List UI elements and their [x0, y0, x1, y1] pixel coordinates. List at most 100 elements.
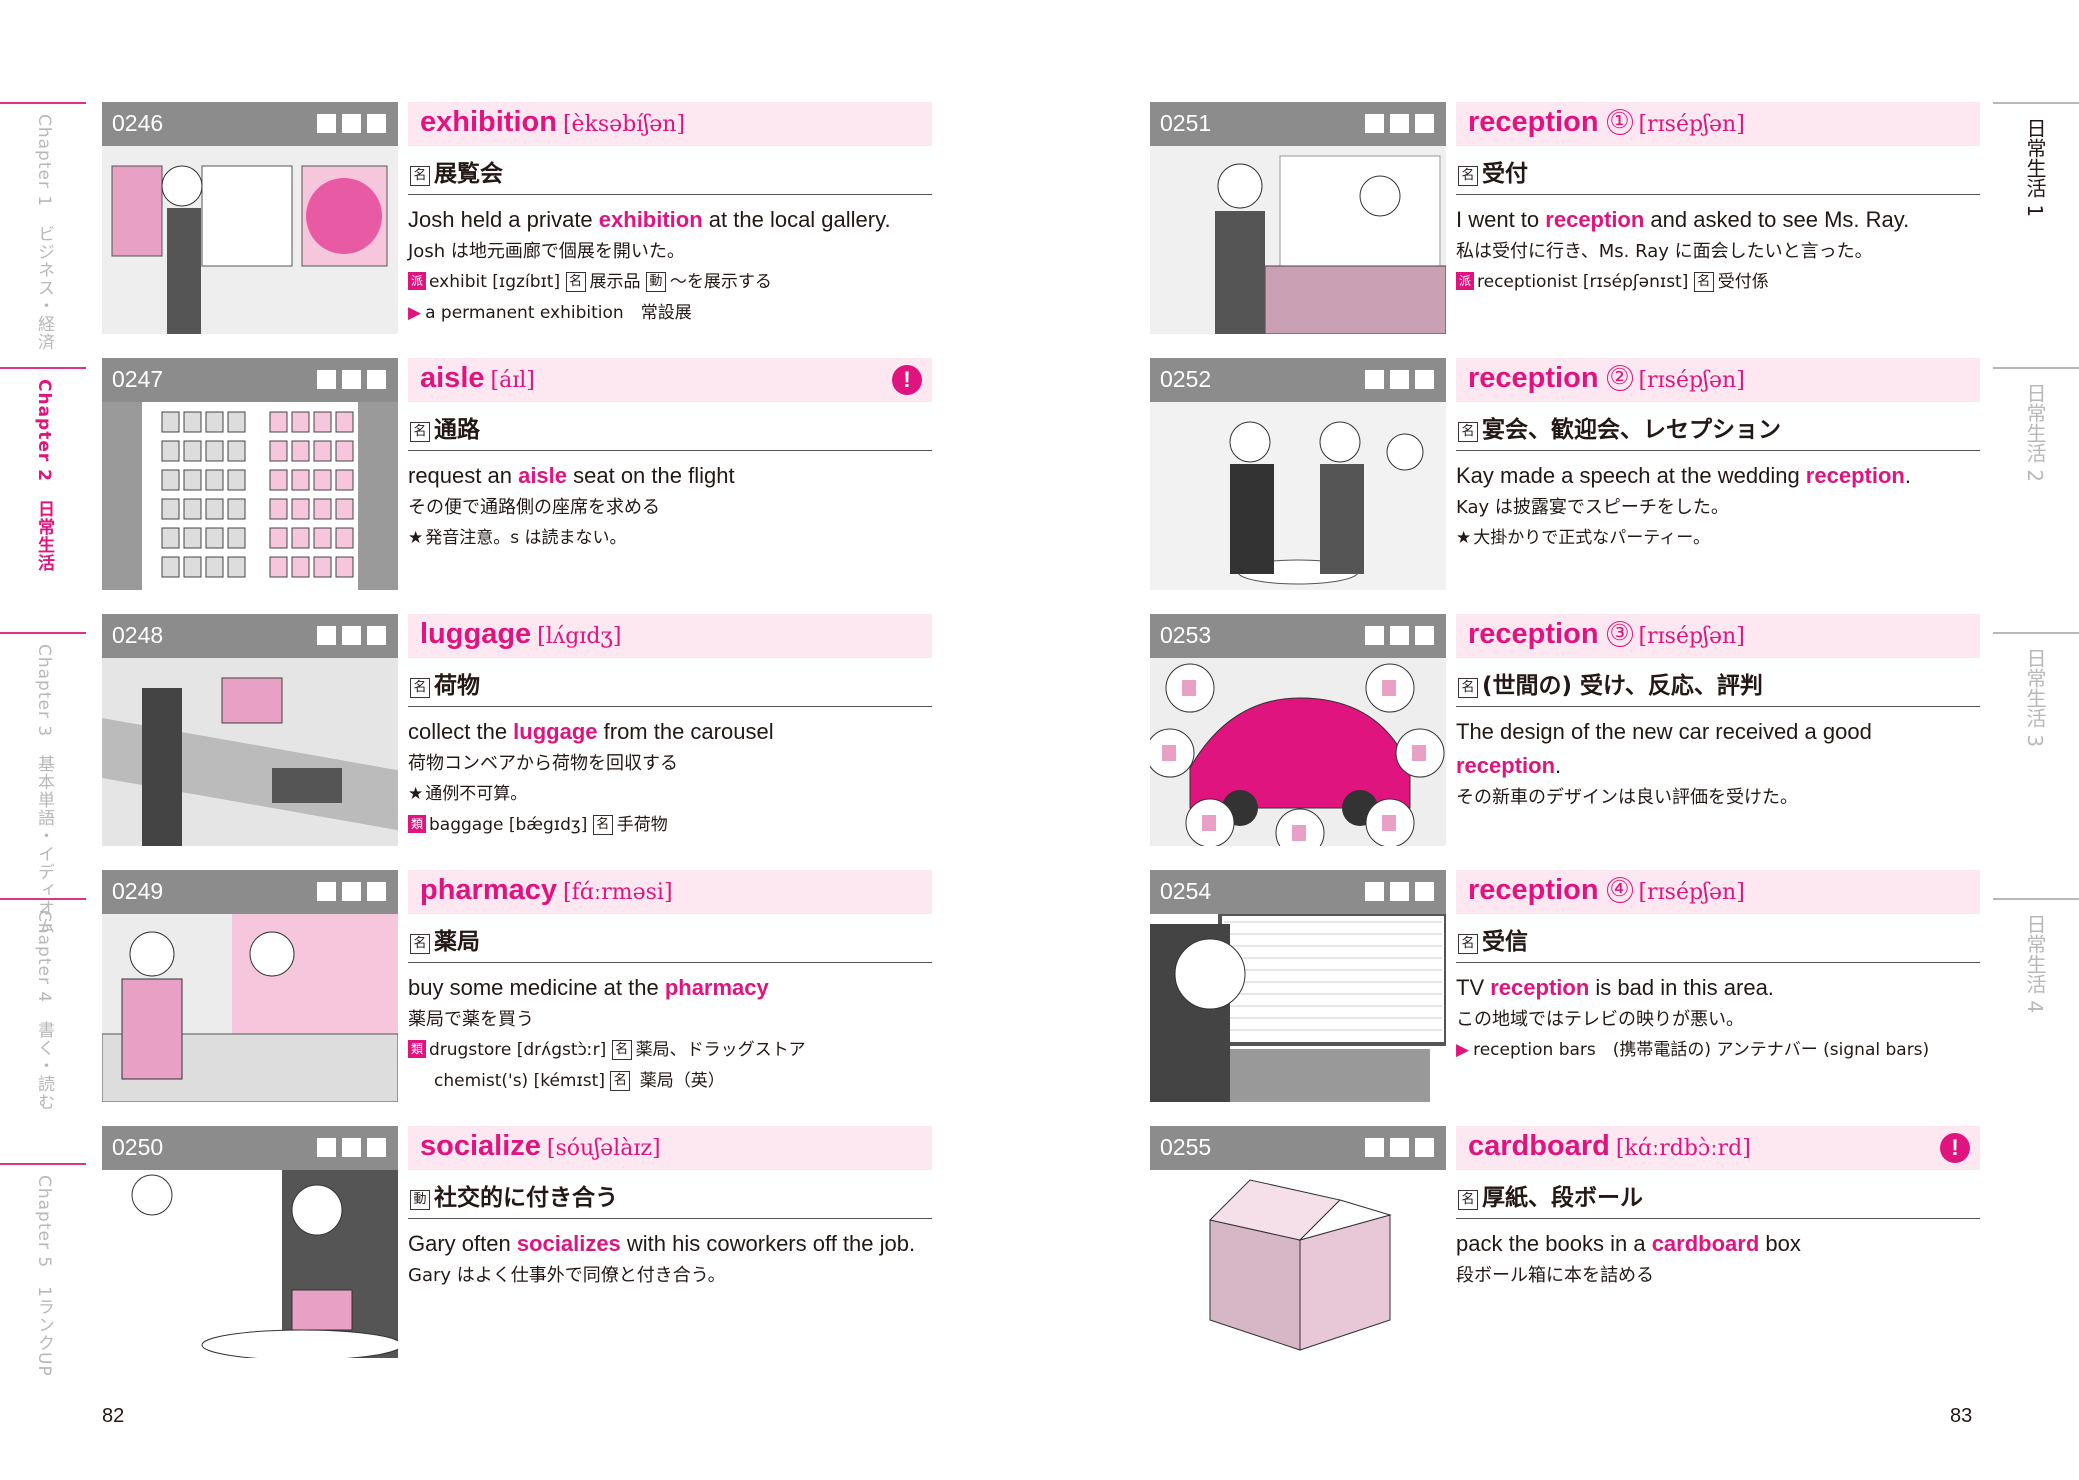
review-checkboxes — [317, 1138, 386, 1157]
entry-number: 0250 — [112, 1134, 164, 1160]
review-checkbox[interactable] — [1390, 1138, 1409, 1157]
chapter-tab-label: Chapter 2 日常生活 — [34, 379, 54, 573]
review-checkbox[interactable] — [1365, 1138, 1384, 1157]
headword: cardboard — [1468, 1130, 1610, 1162]
entry-number-bar: 0251 — [1150, 102, 1446, 146]
review-checkbox[interactable] — [342, 1138, 361, 1157]
review-checkboxes — [317, 626, 386, 645]
headword-bar: socialize[sóuʃəlàɪz] — [408, 1126, 932, 1170]
example-text: TV — [1456, 975, 1491, 1000]
part-of-speech-box: 動 — [410, 1190, 430, 1210]
review-checkbox[interactable] — [1415, 114, 1434, 133]
review-checkbox[interactable] — [367, 882, 386, 901]
chapter-tab[interactable]: Chapter 5 1ランクUP — [0, 1163, 86, 1428]
review-checkbox[interactable] — [1415, 1138, 1434, 1157]
entry-number: 0254 — [1160, 878, 1212, 904]
example-japanese: 私は受付に行き、Ms. Ray に面会したいと言った。 — [1456, 241, 1873, 262]
pronunciation: [kɑ́ːrdbɔ̀ːrd] — [1615, 1136, 1751, 1161]
section-tab[interactable]: 日常生活 2 — [1993, 367, 2079, 632]
review-checkbox[interactable] — [1365, 370, 1384, 389]
review-checkbox[interactable] — [1390, 626, 1409, 645]
example-english: pack the books in a cardboard box — [1456, 1227, 1980, 1261]
review-checkbox[interactable] — [1415, 626, 1434, 645]
review-checkboxes — [1365, 114, 1434, 133]
section-tab[interactable]: 日常生活 4 — [1993, 898, 2079, 1163]
meaning-line: 名宴会、歓迎会、レセプション — [1456, 402, 1980, 451]
section-tab[interactable]: 日常生活 3 — [1993, 632, 2079, 897]
review-checkbox[interactable] — [1365, 114, 1384, 133]
note-line: ▶a permanent exhibition 常設展 — [408, 298, 932, 329]
review-checkbox[interactable] — [317, 114, 336, 133]
review-checkbox[interactable] — [1390, 370, 1409, 389]
meaning: 荷物 — [434, 673, 480, 699]
example-english: buy some medicine at the pharmacy — [408, 971, 932, 1005]
chapter-tab[interactable]: Chapter 2 日常生活 — [0, 367, 86, 632]
part-of-speech-box: 名 — [1693, 272, 1714, 292]
meaning: (世間の) 受け、反応、評判 — [1482, 673, 1763, 699]
section-tab-label: 日常生活 3 — [2023, 648, 2047, 748]
review-checkbox[interactable] — [317, 882, 336, 901]
review-checkbox[interactable] — [1390, 882, 1409, 901]
pronunciation: [rɪsépʃən] — [1638, 368, 1745, 393]
review-checkbox[interactable] — [1415, 370, 1434, 389]
part-of-speech-box: 名 — [610, 1071, 631, 1091]
note-text: reception bars (携帯電話の) アンテナバー (signal ba… — [1473, 1040, 1930, 1060]
example-japanese: 段ボール箱に本を詰める — [1456, 1265, 1654, 1286]
review-checkbox[interactable] — [317, 370, 336, 389]
star-icon: ★ — [408, 528, 424, 548]
review-checkbox[interactable] — [1365, 882, 1384, 901]
triangle-bullet-icon: ▶ — [408, 303, 422, 323]
review-checkbox[interactable] — [1365, 626, 1384, 645]
chapter-tab[interactable]: Chapter 3 基本単語・イディオム — [0, 632, 86, 935]
part-of-speech-box: 名 — [565, 272, 586, 292]
review-checkbox[interactable] — [342, 626, 361, 645]
chapter-tab[interactable]: Chapter 4 書く・読む — [0, 898, 86, 1163]
part-of-speech-box: 名 — [1458, 166, 1478, 186]
pronunciation: [rɪsépʃən] — [1638, 112, 1745, 137]
review-checkbox[interactable] — [342, 882, 361, 901]
meaning-line: 名展覧会 — [408, 146, 932, 195]
example-japanese: Josh は地元画廊で個展を開いた。 — [408, 241, 685, 262]
review-checkbox[interactable] — [342, 114, 361, 133]
review-checkbox[interactable] — [367, 370, 386, 389]
chapter-tab[interactable]: Chapter 1 ビジネス・経済 — [0, 102, 86, 367]
review-checkbox[interactable] — [342, 370, 361, 389]
meaning: 厚紙、段ボール — [1482, 1185, 1643, 1211]
illustration — [1150, 146, 1446, 334]
note-text: a permanent exhibition 常設展 — [425, 303, 692, 323]
example-japanese: 薬局で薬を買う — [408, 1009, 534, 1030]
example-keyword: aisle — [518, 463, 568, 488]
review-checkbox[interactable] — [367, 114, 386, 133]
example-text: buy some medicine at the — [408, 975, 665, 1000]
entry-number-bar: 0249 — [102, 870, 398, 914]
review-checkbox[interactable] — [1415, 882, 1434, 901]
entry-illustration-panel: 0248 — [102, 614, 398, 846]
entry-number: 0249 — [112, 878, 164, 904]
review-checkbox[interactable] — [367, 1138, 386, 1157]
review-checkbox[interactable] — [317, 626, 336, 645]
review-checkboxes — [1365, 882, 1434, 901]
example-keyword: reception — [1545, 207, 1645, 232]
section-tab[interactable]: 日常生活 1 — [1993, 102, 2079, 367]
section-tab-label: 日常生活 1 — [2023, 118, 2047, 218]
meaning-line: 名通路 — [408, 402, 932, 451]
review-checkbox[interactable] — [367, 626, 386, 645]
example-japanese: その便で通路側の座席を求める — [408, 497, 660, 518]
review-checkbox[interactable] — [317, 1138, 336, 1157]
headword-bar: exhibition[èksəbíʃən] — [408, 102, 932, 146]
review-checkbox[interactable] — [1390, 114, 1409, 133]
entry-illustration-panel: 0250 — [102, 1126, 398, 1358]
part-of-speech-box: 名 — [1458, 934, 1478, 954]
example-japanese: その新車のデザインは良い評価を受けた。 — [1456, 787, 1798, 808]
entry-number: 0247 — [112, 366, 164, 392]
example-text: box — [1759, 1231, 1801, 1256]
section-tab-label: 日常生活 4 — [2023, 914, 2047, 1014]
